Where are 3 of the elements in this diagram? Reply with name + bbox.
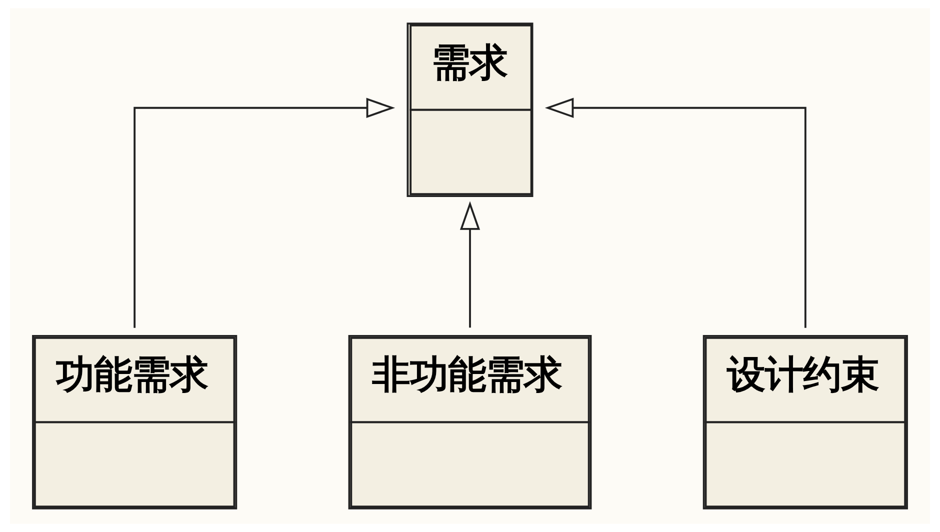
arrow (460, 201, 480, 328)
arrow (134, 98, 396, 328)
arrow (544, 98, 806, 328)
